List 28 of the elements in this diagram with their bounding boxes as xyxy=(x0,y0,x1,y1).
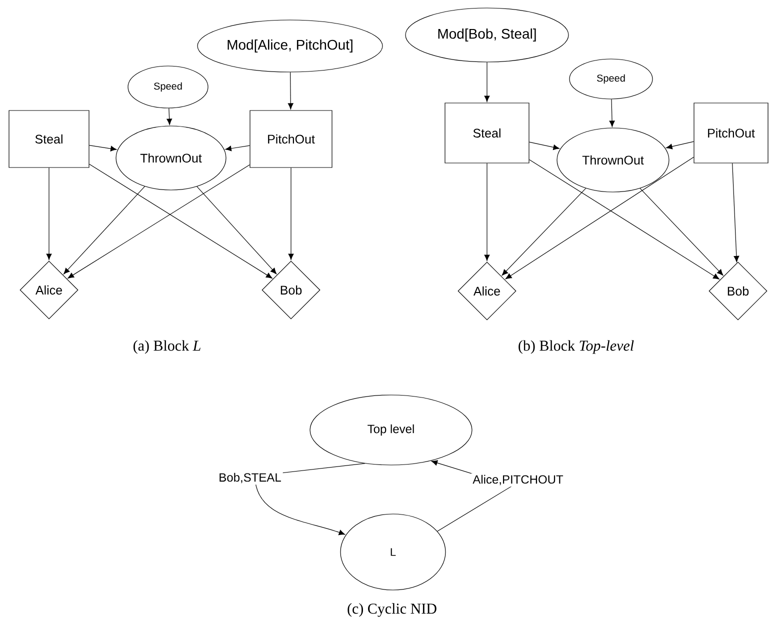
decision-box: PitchOut xyxy=(694,102,768,164)
arrow xyxy=(484,62,490,102)
caption: (b) Block Top-level xyxy=(518,340,634,354)
arrow xyxy=(196,186,277,274)
arrow xyxy=(46,168,52,260)
arrow xyxy=(666,141,694,150)
edge-label: Bob,STEAL xyxy=(217,471,283,485)
arrow xyxy=(505,156,694,280)
arrow xyxy=(225,145,250,152)
arrow xyxy=(640,188,724,276)
caption: (a) Block L xyxy=(134,340,200,354)
arrow xyxy=(732,163,740,262)
arrow xyxy=(68,164,250,278)
arrow xyxy=(529,159,720,280)
arrow xyxy=(89,144,117,152)
arrow xyxy=(89,164,272,278)
arrow xyxy=(502,188,586,276)
arrow xyxy=(288,72,294,110)
arrow xyxy=(484,163,490,261)
decision-box: Steal xyxy=(444,102,530,164)
decision-box: Steal xyxy=(8,110,90,168)
arrow xyxy=(64,186,146,274)
arrow xyxy=(166,108,172,125)
arrow xyxy=(288,168,294,260)
decision-box: PitchOut xyxy=(250,110,332,168)
arrow xyxy=(609,99,615,127)
arrow xyxy=(529,142,560,150)
edge-label: Alice,PITCHOUT xyxy=(471,473,565,487)
